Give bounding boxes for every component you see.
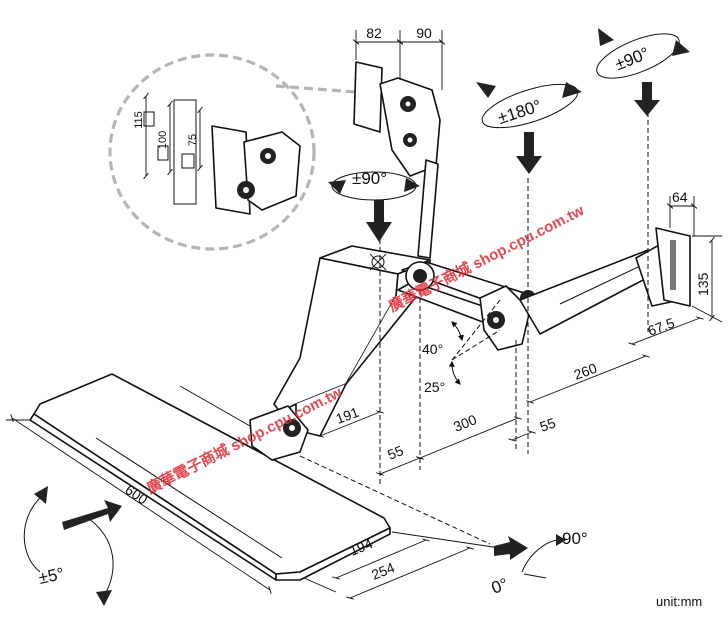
angle-head-90: ±90°: [352, 169, 387, 188]
unit-label: unit:mm: [656, 594, 702, 609]
tilt-head-zoom: [243, 131, 301, 211]
vesa-plate-outline: [173, 99, 197, 205]
vesa-100-label: 100: [157, 131, 169, 149]
dim-300: 300: [451, 411, 479, 435]
wall-slot: [670, 240, 676, 290]
head-pole: [417, 159, 439, 259]
swivel-arc: [521, 539, 561, 573]
tray-side-edge: [275, 527, 391, 581]
column-base: [273, 245, 431, 437]
down-arrow-180: [516, 132, 542, 174]
vesa-plate-zoom: [211, 125, 251, 215]
arm-angle-marks: 40° 25°: [422, 299, 501, 395]
rotation-ring-top: [596, 33, 680, 79]
arm-groove: [559, 265, 641, 305]
tilt-arc-left: [23, 497, 41, 573]
angle-25: 25°: [424, 379, 445, 395]
vesa-hole-square: [143, 111, 155, 127]
angle-0: 0°: [489, 574, 511, 597]
elbow-joint: [479, 285, 531, 351]
angle-5: ±5°: [37, 564, 66, 588]
angle-90: 90°: [562, 529, 588, 548]
monitor-plate: [353, 61, 383, 133]
tilt-bracket: [379, 77, 441, 177]
dimension-lines: 64 135 67.5 260 55 300 55 191 600 194 25…: [6, 189, 723, 598]
top-dimensions: 82 90: [356, 25, 442, 90]
swivel-arrow: [494, 536, 528, 560]
vesa-75-label: 75: [187, 134, 199, 146]
angle-40: 40°: [422, 341, 443, 357]
tilt-arrow: [62, 500, 122, 530]
callout-circle: [108, 53, 316, 251]
dim-135: 135: [695, 272, 711, 296]
down-arrow-head: [366, 200, 392, 242]
dim-55-right: 55: [538, 414, 558, 434]
dim-64: 64: [672, 189, 688, 205]
dim-67-5: 67.5: [646, 314, 677, 338]
vesa-115-label: 115: [133, 111, 145, 129]
dim-82: 82: [366, 25, 382, 41]
dim-260: 260: [572, 360, 600, 383]
base-hole: [371, 255, 385, 269]
vesa-callout: 115 100 75: [108, 53, 357, 251]
dim-55-left: 55: [385, 442, 406, 463]
dim-191: 191: [334, 404, 362, 427]
vesa-hole-square: [181, 153, 195, 169]
tray-angle-indicators: ±5° 90° 0°: [23, 486, 588, 606]
down-arrow-top: [634, 82, 660, 116]
tilt-arc-right: [87, 517, 114, 597]
angle-180: ±180°: [496, 96, 544, 128]
monitor-head: [353, 61, 441, 259]
monitor-arm: [397, 227, 691, 351]
dim-90: 90: [416, 25, 432, 41]
